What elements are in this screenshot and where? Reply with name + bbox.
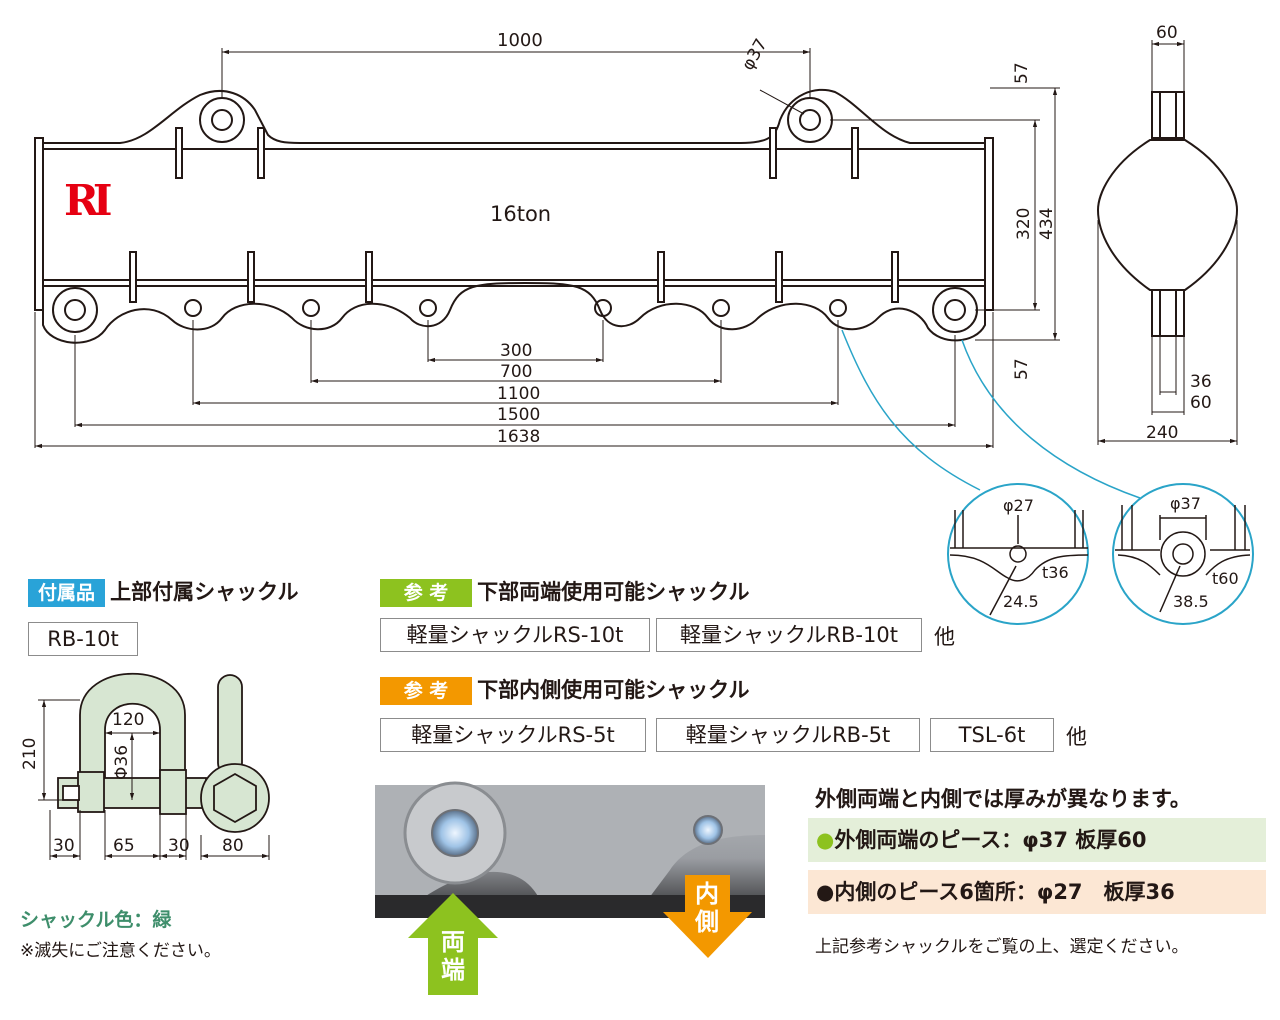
ref-ends-other: 他 <box>934 625 955 649</box>
main-dimension-lines <box>34 48 1060 449</box>
detail-outer-dia: φ37 <box>1170 494 1201 513</box>
shackle-color-note: シャックル色：緑 <box>20 909 172 931</box>
dim-320: 320 <box>1014 207 1034 240</box>
detail-leader-lines <box>841 329 1141 499</box>
dim-1500: 1500 <box>497 405 541 425</box>
ref-inner-title: 下部内側使用可能シャックル <box>477 678 750 702</box>
detail-inner-piece <box>947 483 1089 625</box>
shackle-dim-65: 65 <box>113 836 135 856</box>
dim-1100: 1100 <box>497 384 541 404</box>
detail-outer-thick: t60 <box>1212 569 1239 588</box>
notes-footer: 上記参考シャックルをご覧の上、選定ください。 <box>815 937 1189 957</box>
ref-ends-title: 下部両端使用可能シャックル <box>477 580 750 604</box>
dim-span-top: 1000 <box>497 30 543 51</box>
shackle-dimensions <box>38 699 270 860</box>
capacity-label: 16ton <box>490 202 552 226</box>
side-dim-240: 240 <box>1146 423 1179 443</box>
detail-outer-radius: 38.5 <box>1173 592 1209 611</box>
detail-outer-piece <box>1112 483 1254 625</box>
ref-ends-item-2: 軽量シャックルRB-10t <box>656 618 922 652</box>
shackle-dim-210: 210 <box>20 737 40 770</box>
dim-57-bottom: 57 <box>1012 358 1032 380</box>
arrow-inner-label: 内側 <box>695 880 719 936</box>
detail-inner-radius: 24.5 <box>1003 592 1039 611</box>
arrow-ends-label: 両端 <box>441 928 465 984</box>
accessory-heading: 付属品 上部付属シャックル <box>28 576 298 607</box>
side-dim-36: 36 <box>1190 372 1212 392</box>
note-inner: ●内側のピース6箇所：φ27 板厚36 <box>808 870 1266 914</box>
detail-inner-dia: φ27 <box>1003 496 1034 515</box>
bullet-icon: ● <box>816 880 835 904</box>
beam-outline <box>34 88 994 344</box>
ref-inner-item-3: TSL-6t <box>930 718 1054 752</box>
dim-434: 434 <box>1037 207 1057 240</box>
ref-inner-other: 他 <box>1066 725 1087 749</box>
shackle-dim-80: 80 <box>222 836 244 856</box>
ref-ends-item-1: 軽量シャックルRS-10t <box>380 618 650 652</box>
shackle-drawing <box>57 673 270 833</box>
accessory-model-box: RB-10t <box>28 622 138 656</box>
ref-inner-tag: 参 考 <box>380 677 472 705</box>
arrow-down-orange <box>663 875 752 958</box>
beam-photo <box>375 781 765 918</box>
side-view-dimensions <box>1097 40 1238 445</box>
dim-57-top: 57 <box>1012 62 1032 84</box>
side-dim-60-top: 60 <box>1156 23 1178 43</box>
accessory-tag: 付属品 <box>28 579 106 607</box>
note-outer: ●外側両端のピース：φ37 板厚60 <box>808 818 1266 862</box>
ref-inner-heading: 参 考 下部内側使用可能シャックル <box>380 674 749 705</box>
shackle-dim-30-left: 30 <box>53 836 75 856</box>
shackle-dim-120: 120 <box>112 710 145 730</box>
side-dim-60: 60 <box>1190 393 1212 413</box>
ref-inner-item-2: 軽量シャックルRB-5t <box>656 718 920 752</box>
arrow-up-green <box>408 893 498 995</box>
notes-header: 外側両端と内側では厚みが異なります。 <box>815 787 1191 811</box>
shackle-dim-36: Φ36 <box>112 744 132 780</box>
accessory-title: 上部付属シャックル <box>110 580 299 604</box>
shackle-dim-30-right: 30 <box>168 836 190 856</box>
ref-ends-tag: 参 考 <box>380 579 472 607</box>
side-view-drawing <box>1096 91 1239 337</box>
dim-300: 300 <box>500 341 533 361</box>
ref-ends-heading: 参 考 下部両端使用可能シャックル <box>380 576 749 607</box>
ref-inner-item-1: 軽量シャックルRS-5t <box>380 718 646 752</box>
dim-1638: 1638 <box>497 427 541 447</box>
bullet-icon: ● <box>816 828 835 852</box>
dim-700: 700 <box>500 362 533 382</box>
shackle-caution: ※滅失にご注意ください。 <box>20 941 221 961</box>
ri-logo: RI <box>64 176 113 225</box>
detail-inner-thick: t36 <box>1042 563 1069 582</box>
